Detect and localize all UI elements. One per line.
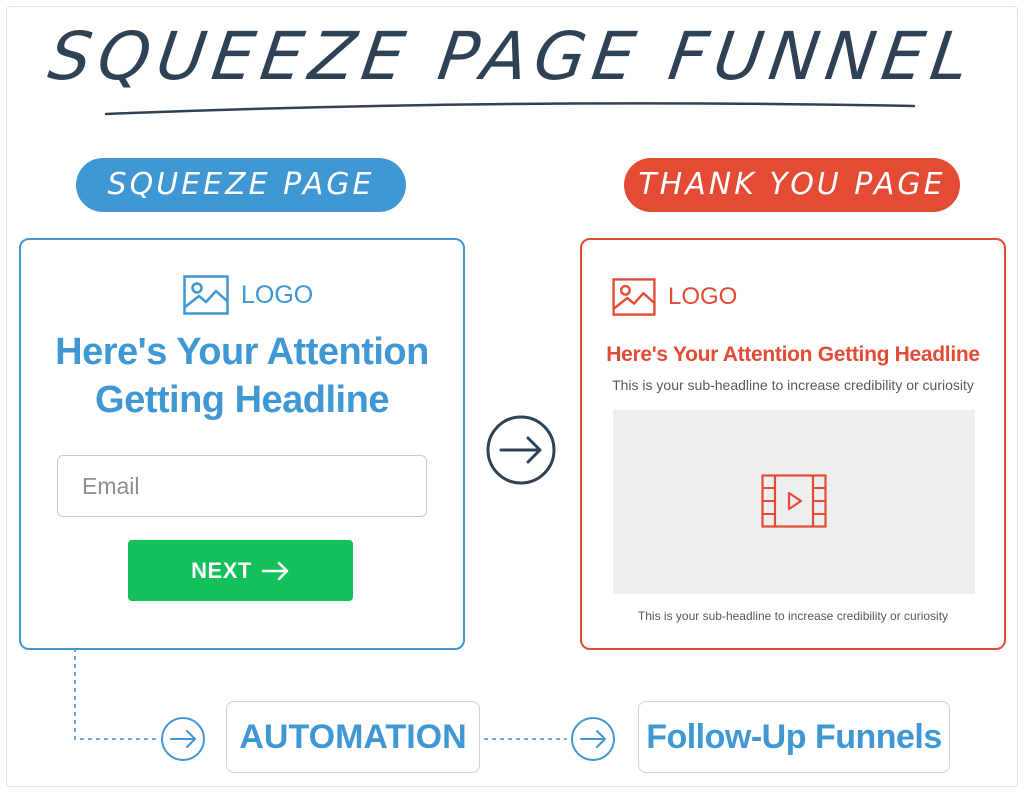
thank-you-subheadline: This is your sub-headline to increase cr… [612,377,974,393]
image-icon [612,278,656,316]
thank-you-caption: This is your sub-headline to increase cr… [637,609,949,623]
thank-you-logo-text: LOGO [668,283,738,310]
squeeze-headline-line2: Getting Headline [95,379,389,421]
image-icon [183,275,229,315]
title-underline [104,102,916,116]
arrow-right-icon [261,561,289,580]
thank-you-logo: LOGO [612,278,737,316]
circle-arrow-icon [161,717,205,761]
video-icon [761,474,827,528]
squeeze-headline-line1: Here's Your Attention [55,331,429,373]
squeeze-page-label: SQUEEZE PAGE [76,158,406,212]
follow-up-funnels-box: Follow-Up Funnels [638,701,950,773]
circle-arrow-icon [486,415,556,485]
thank-you-page-card: LOGO Here's Your Attention Getting Headl… [580,238,1006,650]
email-field[interactable]: Email [57,455,427,517]
circle-arrow-icon [571,717,615,761]
thank-you-headline: Here's Your Attention Getting Headline [606,343,980,366]
squeeze-logo: LOGO [183,275,313,315]
next-button[interactable]: NEXT [128,540,353,601]
squeeze-logo-text: LOGO [241,280,314,309]
next-button-label: NEXT [191,557,252,583]
squeeze-page-card: LOGO Here's Your Attention Getting Headl… [19,238,465,650]
video-placeholder[interactable] [613,410,975,594]
email-placeholder: Email [82,473,140,499]
squeeze-headline: Here's Your Attention Getting Headline [41,328,443,424]
automation-box: AUTOMATION [226,701,480,773]
thank-you-page-label: THANK YOU PAGE [624,158,960,212]
